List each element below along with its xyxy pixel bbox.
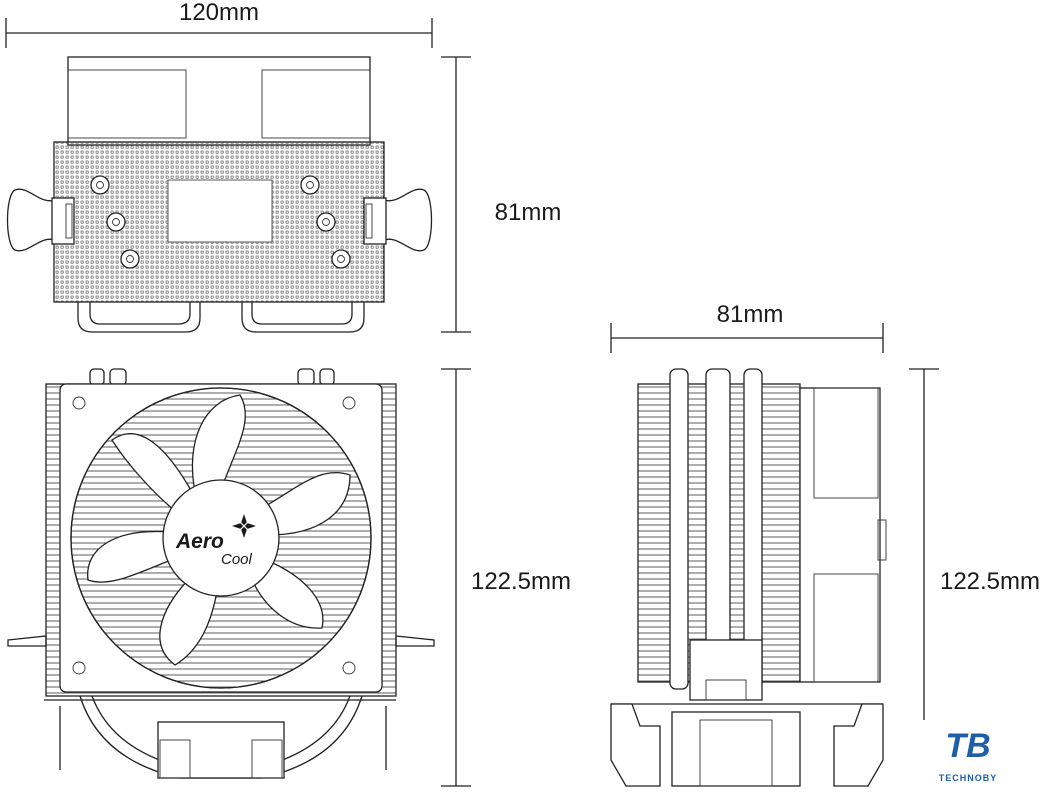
watermark-mark: TB [945,727,990,765]
side-base [610,639,884,787]
watermark-name: TECHNOBY [939,773,998,783]
dimension-side-width: 81mm [610,301,884,353]
top-width-label: 120mm [179,0,259,26]
heatpipe-caps [89,368,335,386]
logo-line2: Cool [221,551,253,568]
dimension-top-depth: 81mm [441,56,562,333]
dimension-top-width: 120mm [5,0,433,48]
logo-star-icon [232,514,256,538]
base-heatpipes [79,695,363,779]
screw-boss-icon [90,175,351,269]
front-view: Aero Cool [7,368,435,779]
top-depth-label: 81mm [495,199,562,226]
technoby-watermark: TB TECHNOBY [939,727,998,783]
heatpipe-loops [77,302,365,333]
mounting-bracket [7,635,435,770]
fan-clip-left-icon [6,188,75,252]
side-view [610,368,887,787]
fan-hub [162,479,280,597]
logo-line1: Aero [175,530,224,553]
front-height-label: 122.5mm [471,568,571,595]
fan-clip-right-icon [363,188,433,252]
side-height-label: 122.5mm [940,568,1040,595]
side-fan-profile [799,387,887,683]
top-view [6,56,433,333]
fan-blades [87,394,351,666]
dimension-front-height: 122.5mm [441,368,571,787]
dimension-side-height: 122.5mm [909,368,1040,720]
side-heatpipes [669,368,763,690]
aerocool-logo: Aero Cool [175,514,256,568]
side-width-label: 81mm [717,301,784,328]
